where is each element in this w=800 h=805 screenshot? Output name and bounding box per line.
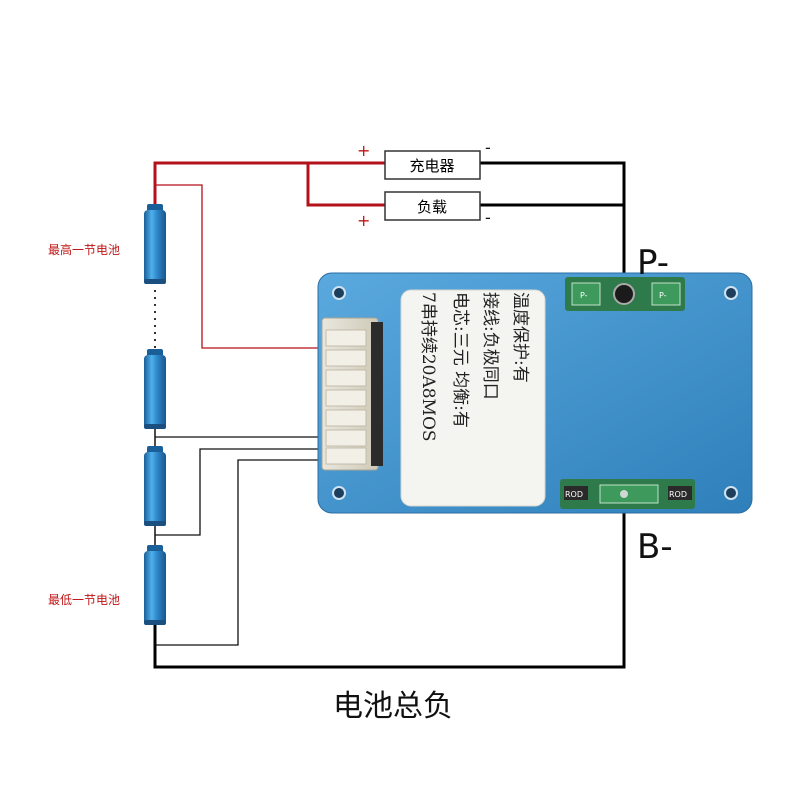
board-p-left-mark: P- bbox=[580, 291, 588, 300]
balance-wire-3 bbox=[155, 448, 322, 536]
total-negative-wire bbox=[153, 510, 626, 669]
sticker-line-4: 温度保护:有 bbox=[510, 292, 530, 383]
charger-negative-wire bbox=[480, 161, 626, 280]
sticker-line-3: 接线:负极同口 bbox=[480, 292, 500, 400]
board-rdd-left-mark: ROD bbox=[565, 490, 583, 499]
balance-connector bbox=[321, 317, 383, 471]
load-minus-sign: - bbox=[485, 208, 491, 227]
cell-top bbox=[144, 204, 166, 284]
p-minus-terminal-strip: P- P- bbox=[565, 277, 685, 311]
board-rdd-right-mark: ROD bbox=[669, 490, 687, 499]
charger-plus-sign: + bbox=[357, 141, 370, 160]
lowest-cell-label: 最低一节电池 bbox=[48, 593, 120, 607]
sticker-line-1: 7串持续20A8MOS bbox=[418, 292, 438, 442]
board-p-right-mark: P- bbox=[659, 291, 667, 300]
positive-wire-top-to-charger bbox=[153, 161, 385, 210]
b-minus-label: B- bbox=[637, 527, 673, 567]
bms-board: P- P- ROD ROD bbox=[317, 272, 753, 514]
negative-wires bbox=[153, 161, 626, 669]
p-minus-label: P- bbox=[637, 243, 669, 283]
positive-wires bbox=[153, 161, 385, 210]
load-label: 负载 bbox=[417, 198, 447, 216]
info-sticker: 7串持续20A8MOS 电芯:三元 均衡:有 接线:负极同口 温度保护:有 bbox=[400, 289, 546, 507]
positive-wire-to-load bbox=[306, 163, 385, 207]
balance-wire-top bbox=[155, 184, 322, 349]
mounting-holes bbox=[332, 286, 738, 500]
cell-bottom bbox=[144, 545, 166, 625]
highest-cell-label: 最高一节电池 bbox=[48, 242, 120, 257]
b-minus-terminal-strip: ROD ROD bbox=[560, 479, 695, 509]
charger-box: 充电器 bbox=[384, 150, 481, 180]
load-plus-sign: + bbox=[357, 211, 370, 230]
charger-minus-sign: - bbox=[485, 138, 491, 157]
cell-3 bbox=[144, 446, 166, 526]
balance-wires bbox=[155, 436, 322, 646]
sticker-line-2: 电芯:三元 均衡:有 bbox=[450, 292, 470, 428]
charger-label: 充电器 bbox=[409, 157, 454, 175]
battery-total-negative-label: 电池总负 bbox=[333, 689, 453, 724]
balance-wire-4 bbox=[155, 459, 322, 646]
cell-2 bbox=[144, 349, 166, 429]
load-box: 负载 bbox=[384, 191, 481, 221]
